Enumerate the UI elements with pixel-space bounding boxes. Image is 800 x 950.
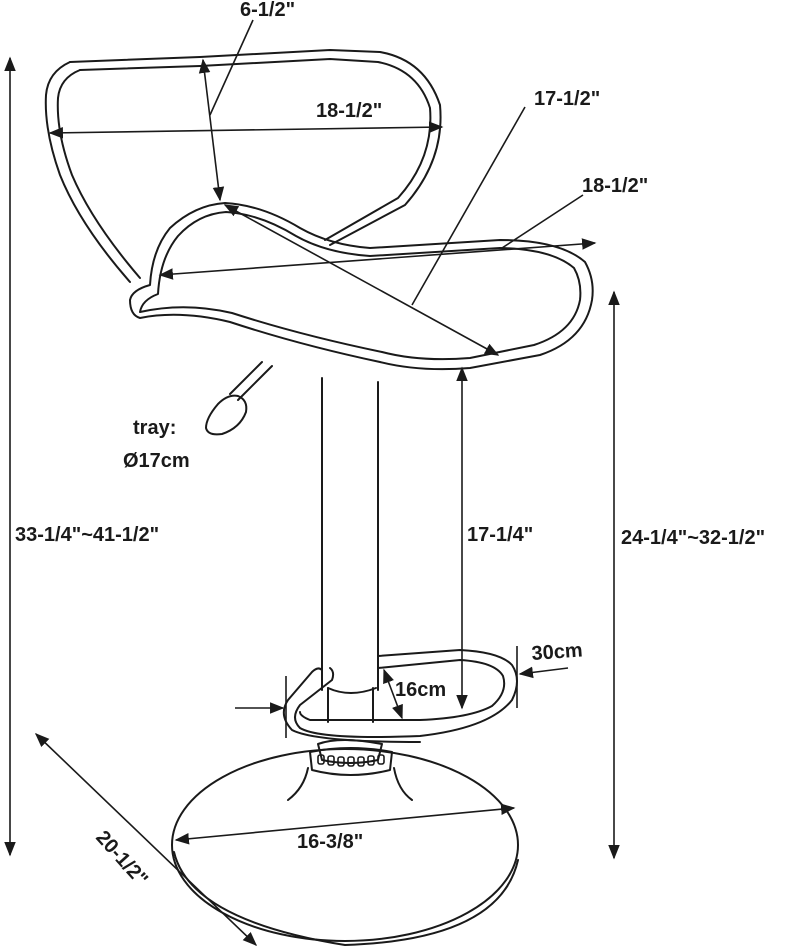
gas-column	[321, 377, 379, 723]
label-tray-diameter: Ø17cm	[123, 450, 190, 472]
base-collar-ribs	[317, 754, 385, 767]
label-backrest-height: 6-1/2"	[240, 0, 295, 21]
label-tray: tray:	[133, 417, 176, 439]
label-footrest-depth: 16cm	[395, 679, 446, 701]
label-footrest-height: 30cm	[531, 639, 584, 665]
label-seat-to-footrest: 17-1/4"	[467, 524, 533, 546]
label-seat-height: 24-1/4"~32-1/2"	[621, 527, 765, 549]
label-base-diameter: 16-3/8"	[297, 831, 363, 853]
label-overall-height: 33-1/4"~41-1/2"	[15, 524, 159, 546]
label-backrest-width: 18-1/2"	[316, 100, 382, 122]
dimension-lines	[4, 19, 620, 946]
label-seat-depth: 17-1/2"	[534, 88, 600, 110]
height-adjust-lever	[205, 361, 273, 436]
backrest	[44, 49, 442, 283]
label-seat-width: 18-1/2"	[582, 175, 648, 197]
